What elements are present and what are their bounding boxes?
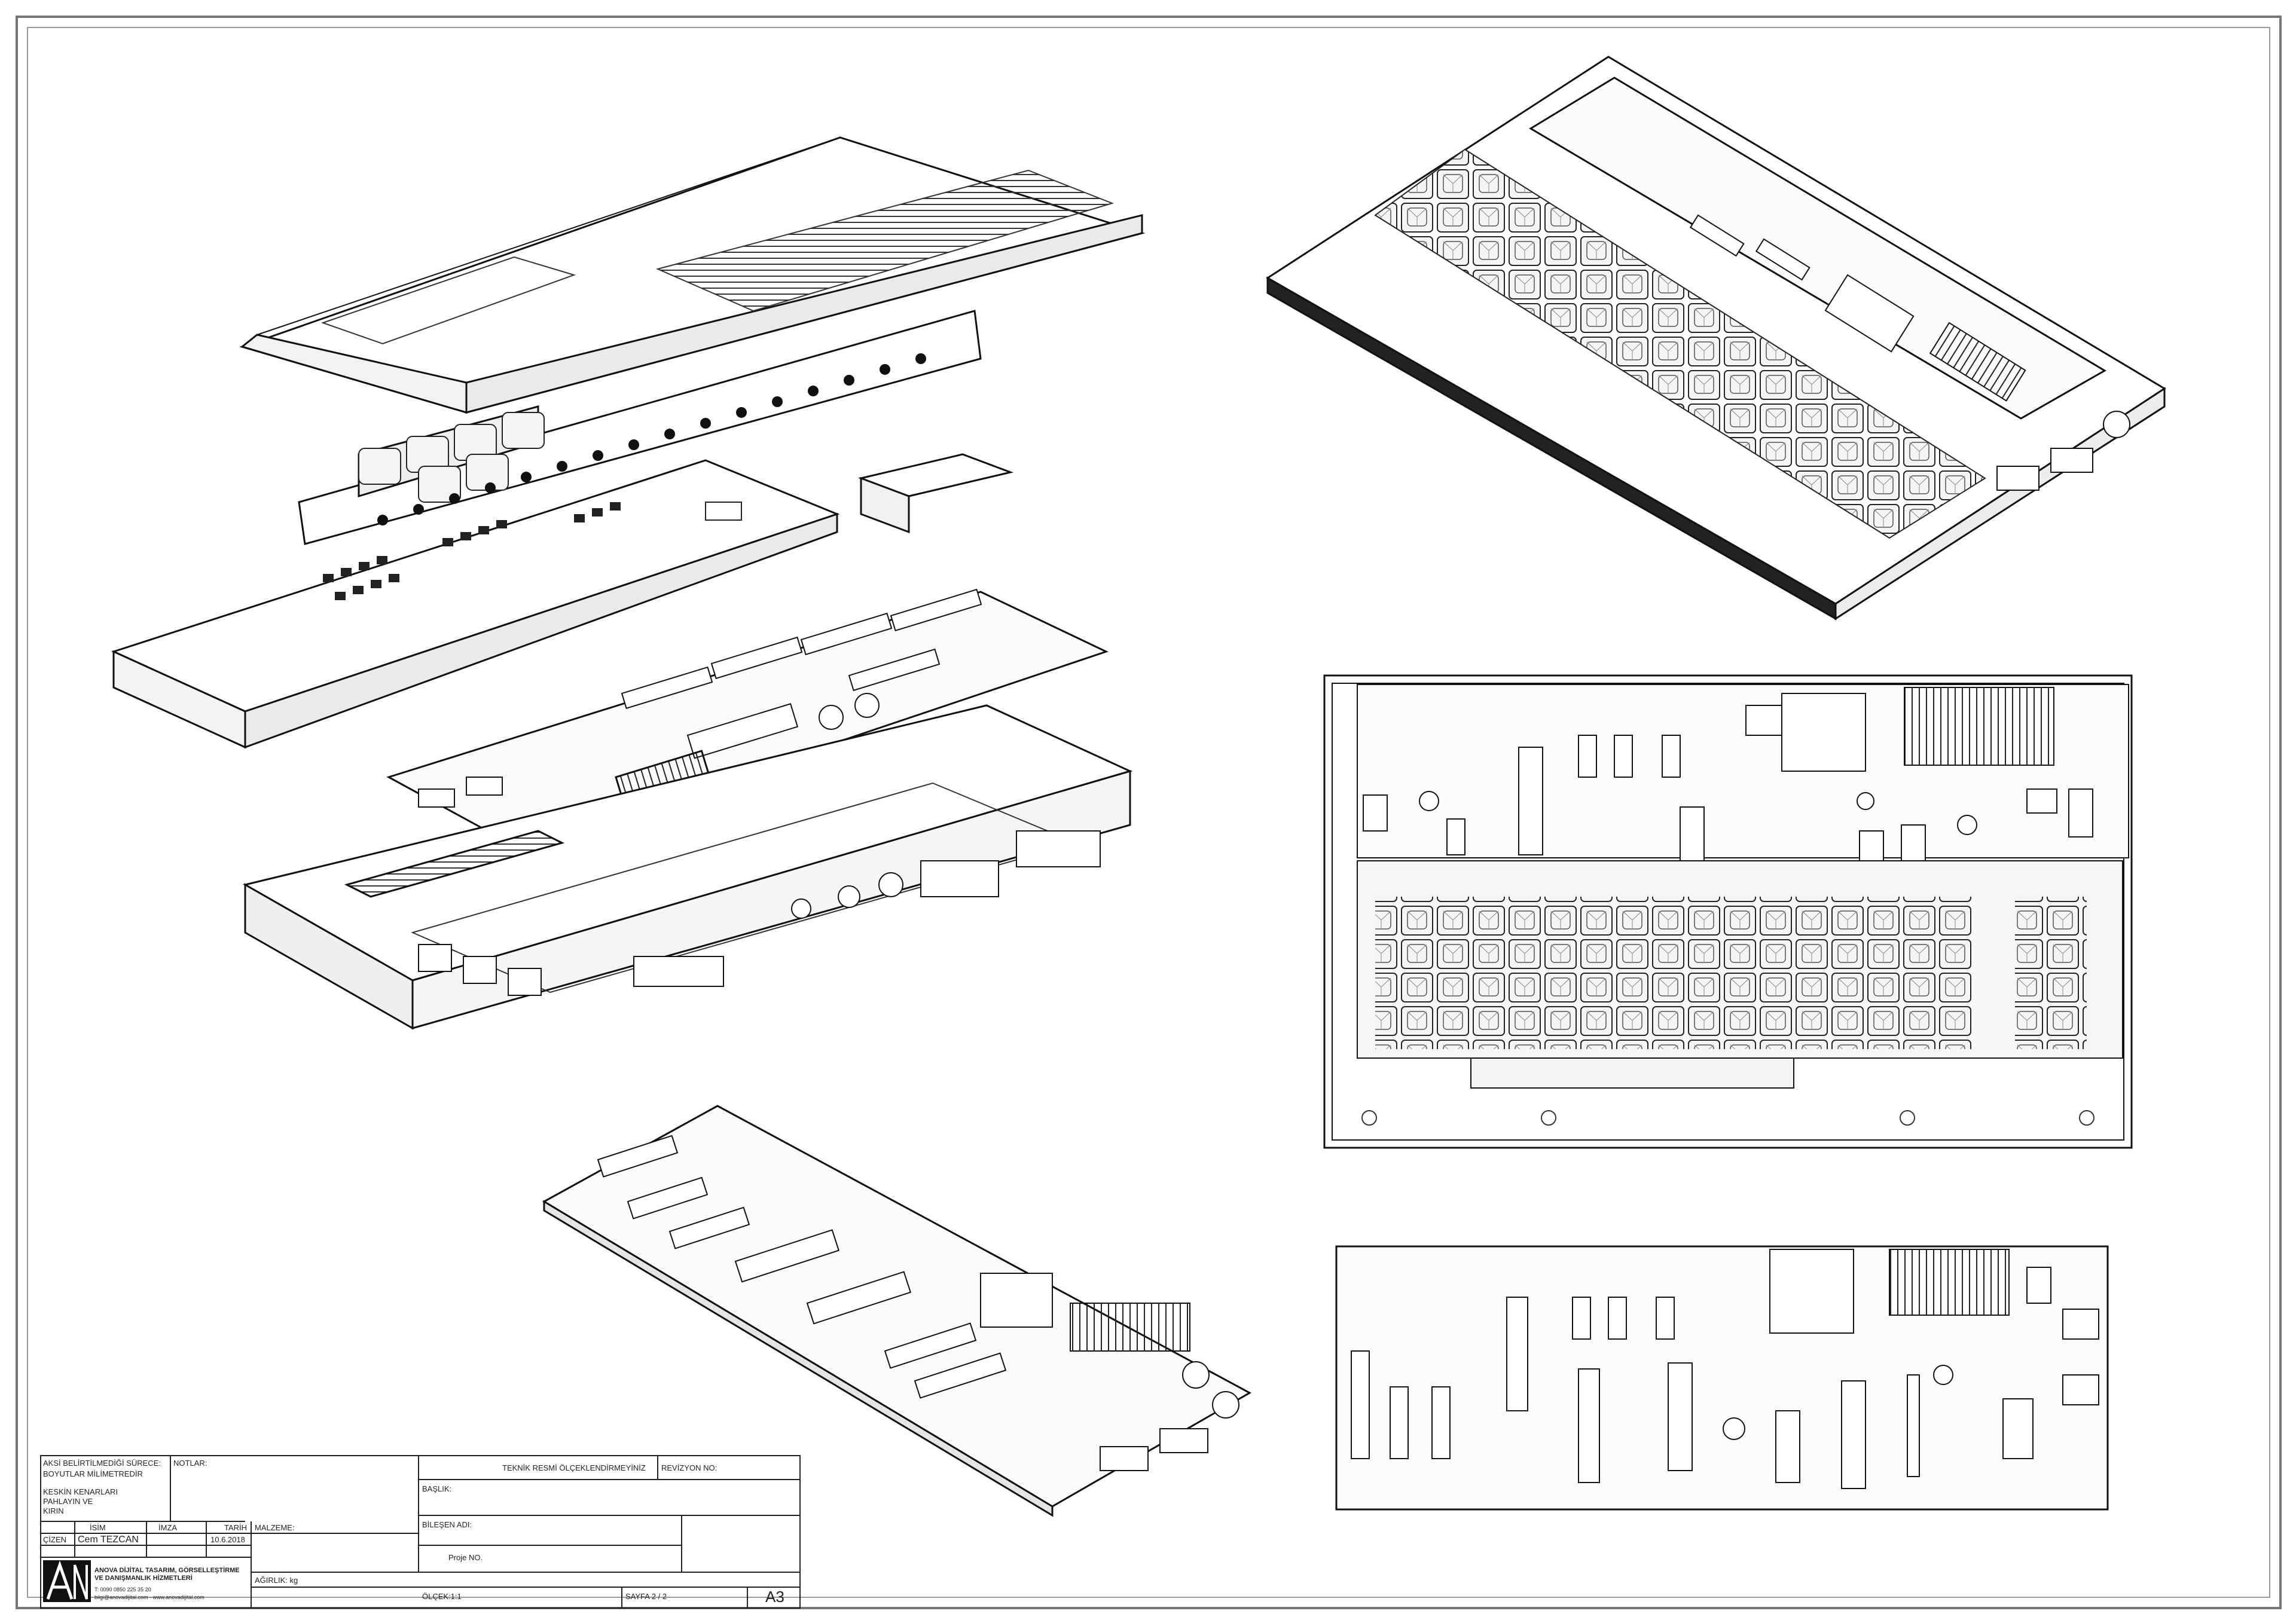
project-no-label: Proje NO. xyxy=(448,1553,483,1562)
company-name: ANOVA DİJİTAL TASARIM, GÖRSELLEŞTİRME xyxy=(94,1566,240,1574)
weight-label: AĞIRLIK: kg xyxy=(255,1576,298,1585)
col-date: TARİH xyxy=(224,1523,247,1532)
drawn-name: Cem TEZCAN xyxy=(78,1535,139,1545)
no-scale-note: TEKNİK RESMİ ÖLÇEKLENDİRMEYİNİZ xyxy=(502,1463,646,1472)
top-plan-view xyxy=(1323,674,2133,1149)
keyboard-assembly xyxy=(298,310,982,545)
motherboard-top-view xyxy=(1335,1245,2109,1511)
company-logo xyxy=(43,1560,91,1602)
scale-label: ÖLÇEK:1:1 xyxy=(422,1592,462,1601)
heading-label: BAŞLIK: xyxy=(422,1484,451,1493)
col-name: İSİM xyxy=(90,1523,106,1532)
top-chips xyxy=(1351,1249,2099,1489)
plan-chips xyxy=(1363,687,2093,867)
edge-note-3: KIRIN xyxy=(43,1506,64,1515)
component-name-label: BİLEŞEN ADI: xyxy=(422,1520,472,1529)
connectors xyxy=(418,693,880,808)
outer-border xyxy=(16,16,2282,1609)
size-label: A3 xyxy=(765,1588,784,1606)
rf-shield-plate xyxy=(111,459,840,749)
numeric-keys xyxy=(2015,897,2087,1049)
motherboard-exploded xyxy=(386,588,1109,850)
bottom-case xyxy=(242,704,1133,1030)
case-ports xyxy=(418,830,1101,996)
company-contact: bilgi@anovadijital.com - www.anovadijita… xyxy=(94,1594,204,1600)
drawn-date: 10.6.2018 xyxy=(210,1535,245,1544)
bracket xyxy=(857,453,1014,534)
motherboard-isometric-view xyxy=(542,1105,1252,1517)
material-label: MALZEME: xyxy=(255,1523,294,1532)
top-cover xyxy=(239,136,1146,414)
board-components xyxy=(1689,214,2130,491)
company-name-2: VE DANIŞMANLIK HİZMETLERİ xyxy=(94,1574,193,1582)
exploded-isometric-view xyxy=(111,136,1146,1030)
keycaps xyxy=(358,412,545,503)
general-note-2: BOYUTLAR MİLİMETREDİR xyxy=(43,1469,143,1478)
revision-label: REVİZYON NO: xyxy=(661,1463,717,1472)
general-note: AKSİ BELİRTİLMEDİĞİ SÜRECE: xyxy=(43,1459,161,1468)
edge-note: KESKİN KENARLARI xyxy=(43,1487,118,1496)
plate-holes xyxy=(323,502,621,600)
assembled-isometric-view-no-top-cover xyxy=(1266,56,2166,621)
mb-chips xyxy=(597,1135,1239,1471)
space-bar xyxy=(1470,1057,1794,1089)
title-block xyxy=(40,1455,801,1609)
keyboard-area xyxy=(1374,148,1986,539)
company-phone: T: 0090 0850 225 35 20 xyxy=(94,1587,151,1593)
key-switch-row xyxy=(377,353,926,525)
col-signature: İMZA xyxy=(158,1523,177,1532)
chips xyxy=(621,588,982,759)
edge-note-2: PAHLAYIN VE xyxy=(43,1497,93,1506)
inner-border xyxy=(27,27,2270,1598)
notes-label: NOTLAR: xyxy=(173,1459,207,1468)
key-rows xyxy=(1375,897,1973,1049)
drawn-label: ÇİZEN xyxy=(43,1535,66,1544)
sheet-label: SAYFA 2 / 2 xyxy=(625,1592,667,1601)
